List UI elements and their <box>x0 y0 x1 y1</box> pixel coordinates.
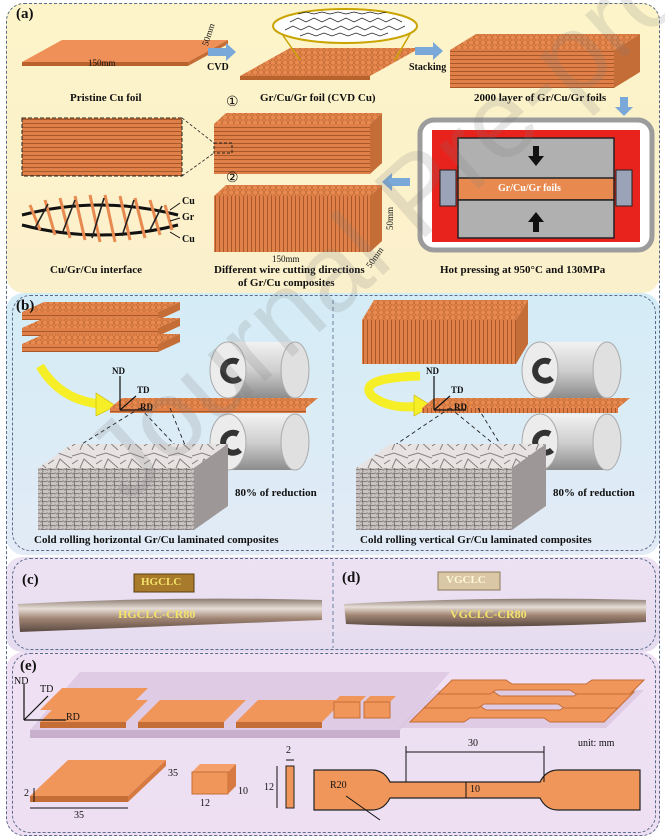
hgclc-sample <box>133 573 195 593</box>
graphene-lattice-icon <box>272 8 418 44</box>
left-arrow-icon <box>382 173 410 191</box>
plate-length-label: 35 <box>74 810 84 821</box>
axes-icon-e <box>23 684 66 721</box>
tensile-side-view <box>285 765 295 809</box>
tensile-specimens-3d <box>408 679 646 723</box>
stacking-arrow-icon <box>415 42 443 60</box>
vgclc-cr80-label: VGCLC-CR80 <box>450 607 527 621</box>
block-length-label: 150mm <box>272 254 300 264</box>
hot-press-caption: Hot pressing at 950°C and 130MPa <box>440 264 606 276</box>
fillet-radius-label: R20 <box>330 780 347 791</box>
vertical-laminated-plates <box>362 300 528 364</box>
foil-stack-side <box>614 34 640 88</box>
horizontal-laminated-plates <box>22 302 180 352</box>
axis-rd-label: RD <box>140 402 153 412</box>
grcu-foil <box>240 48 420 76</box>
cut-block-2 <box>214 196 370 252</box>
panel-a-tag: (a) <box>16 6 34 22</box>
interface-zoom <box>21 117 183 177</box>
cvd-arrow-icon <box>208 43 236 61</box>
interface-gr-label: Gr <box>182 212 195 223</box>
axis-td-label-e: TD <box>40 684 54 695</box>
cube-length-label: 12 <box>200 798 210 809</box>
panel-e-border <box>12 653 656 833</box>
caption-vertical-rolling: Cold rolling vertical Gr/Cu laminated co… <box>360 534 592 546</box>
axis-td-label-right: TD <box>451 385 464 395</box>
stack-caption: 2000 layer of Gr/Cu/Gr foils <box>474 92 607 104</box>
cut-block-1 <box>214 124 370 174</box>
upper-roller <box>209 341 310 399</box>
stacking-label: Stacking <box>409 62 447 73</box>
panel-cd-border <box>12 558 656 650</box>
interface-cu-top-label: Cu <box>182 196 195 207</box>
press-down-arrow-icon <box>528 146 544 166</box>
tensile-side-height-label: 12 <box>264 782 274 793</box>
press-up-arrow-icon <box>528 212 544 232</box>
tensile-specimen-drawing <box>313 769 641 811</box>
interface-cu-bottom-label: Cu <box>182 234 195 245</box>
hgclc-cr80-strip <box>18 598 322 632</box>
axis-nd-label: ND <box>112 366 125 376</box>
vgclc-sample <box>437 571 501 591</box>
caption-horizontal-rolling: Cold rolling horizontal Gr/Cu laminated … <box>34 534 279 546</box>
down-arrow-icon <box>615 97 633 116</box>
axis-nd-label-e: ND <box>14 676 29 687</box>
foil-stack-top <box>450 34 640 50</box>
figure-border <box>6 3 660 836</box>
foil-length-label: 150mm <box>88 58 116 68</box>
axis-rd-label-right: RD <box>454 402 467 412</box>
panel-c-tag: (c) <box>22 572 39 588</box>
rolled-sheet-vertical <box>422 408 618 413</box>
unit-label: unit: mm <box>578 738 615 749</box>
microstructure-horizontal <box>38 468 194 530</box>
block-height-label: 50mm <box>385 206 395 230</box>
cvd-label: CVD <box>207 62 229 73</box>
lower-roller-right <box>521 413 622 471</box>
hgclc-label: HGCLC <box>141 576 182 588</box>
gauge-length-label: 30 <box>468 738 478 749</box>
plate-thickness-label: 2 <box>24 788 29 799</box>
cube-sample <box>192 764 236 772</box>
pristine-caption: Pristine Cu foil <box>70 92 142 104</box>
compression-plate <box>30 760 166 796</box>
hgclc-cr80-label: HGCLC-CR80 <box>118 607 196 621</box>
grcu-caption: Gr/Cu/Gr foil (CVD Cu) <box>260 92 376 104</box>
rolling-direction-arrow-icon <box>36 363 101 409</box>
upper-roller-right <box>521 341 622 399</box>
microstructure-vertical <box>356 468 512 530</box>
panel-b-border <box>12 295 656 551</box>
press-foil-label: Gr/Cu/Gr foils <box>498 183 561 194</box>
interface-caption: Cu/Gr/Cu interface <box>50 264 142 276</box>
rotation-arrow-icon <box>364 371 421 412</box>
panel-d-tag: (d) <box>342 570 361 586</box>
foil-stack-front <box>450 50 614 88</box>
plate-width-label: 35 <box>168 768 178 779</box>
reduction-right-label: 80% of reduction <box>553 487 635 499</box>
vgclc-cr80-strip <box>344 598 646 627</box>
reduction-left-label: 80% of reduction <box>235 487 317 499</box>
gauge-width-label: 10 <box>470 784 480 795</box>
direction-1-label: ① <box>226 95 239 110</box>
pristine-cu-foil <box>22 40 228 62</box>
cutting-caption-line-1: Different wire cutting directions <box>214 264 365 276</box>
axes-icon <box>119 376 152 411</box>
tensile-thickness-label: 2 <box>286 745 291 756</box>
cutting-caption-line-2: of Gr/Cu composites <box>238 277 335 289</box>
panel-b-tag: (b) <box>16 298 35 314</box>
cu-gr-cu-interface-schematic <box>21 194 181 243</box>
panel-e-tag: (e) <box>20 658 37 674</box>
axis-nd-label-right: ND <box>426 366 439 376</box>
direction-2-label: ② <box>226 171 239 186</box>
vgclc-label: VGCLC <box>446 574 486 586</box>
axes-icon-right <box>433 376 466 411</box>
sampling-plates <box>40 688 396 728</box>
rolled-sheet-horizontal <box>110 408 306 413</box>
axis-rd-label-e: RD <box>66 712 80 723</box>
axis-td-label: TD <box>137 385 150 395</box>
cube-height-label: 10 <box>238 786 248 797</box>
